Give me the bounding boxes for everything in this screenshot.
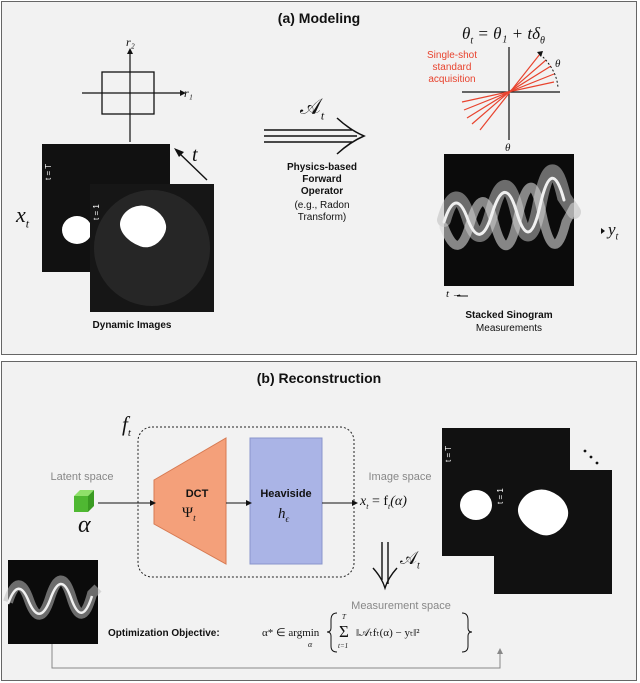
heaviside-arrowhead [352, 500, 358, 506]
sino-time-label: t → [446, 288, 463, 300]
stack-dot-1 [583, 449, 587, 453]
dynamic-image-front: t = 1 [90, 184, 214, 312]
yt-label: yt [608, 220, 619, 243]
reconstruction-graphics [3, 426, 599, 669]
modeling-panel: (a) Modeling [1, 1, 637, 355]
time-label: t [192, 144, 198, 166]
angle-arc-arrowhead [537, 51, 543, 57]
label-t-T: t = T [44, 163, 53, 180]
xt-equation: xt = ft(α) [360, 494, 407, 511]
label-t-1: t = 1 [92, 204, 101, 220]
small-sinogram-waves [3, 575, 102, 620]
time-arrow [177, 151, 208, 181]
back-blob [62, 216, 92, 244]
r2-label: r₂ [126, 35, 135, 49]
yt-marker [601, 228, 605, 234]
network-box [137, 426, 355, 578]
forward-operator-arrow [264, 117, 366, 155]
objective-body: ‖𝒜ₜfₜ(α) − yₜ‖² [356, 627, 420, 639]
recon-image-front: t = 1 [494, 470, 612, 594]
measurement-operator-arrow [372, 542, 398, 591]
panel-b-title: (b) Reconstruction [256, 370, 382, 386]
brace-right [461, 612, 473, 653]
theta-small-label: θ [555, 58, 561, 70]
dct-label: DCT [185, 488, 209, 500]
object-box [101, 71, 155, 115]
recon-label-t-T: t = T [444, 445, 453, 462]
alpha-label: α [78, 512, 91, 538]
time-arrowhead [174, 148, 184, 157]
objective-sum: Σ [339, 622, 349, 641]
operator-text-bold: Physics-based Forward Operator [286, 162, 358, 197]
theta-axis-label: θ [505, 142, 511, 154]
optimization-label: Optimization Objective: [108, 628, 220, 639]
dynamic-images-caption: Dynamic Images [92, 320, 172, 331]
latent-cube [74, 490, 94, 512]
heaviside-block [249, 437, 323, 565]
recon-front-blob [511, 482, 575, 542]
operator-symbol-b: 𝒜t [400, 548, 420, 572]
recon-label-t-1: t = 1 [496, 488, 505, 504]
ft-label: ft [122, 412, 131, 440]
heaviside-label: Heaviside [260, 488, 312, 500]
objective-sum-top: T [342, 613, 346, 621]
psi-label: Ψt [182, 505, 196, 523]
dct-arrowhead [246, 500, 252, 506]
brace-left [326, 612, 338, 653]
objective-sum-bottom: t=1 [338, 642, 349, 650]
dct-block [153, 437, 227, 565]
angle-arc [539, 53, 559, 89]
r1-label: r₁ [184, 86, 193, 100]
h-eps-label: hϵ [278, 506, 290, 524]
single-shot-label: Single-shot standard acquisition [426, 50, 478, 85]
acquisition-lines [461, 53, 555, 131]
recon-back-blob [460, 490, 492, 520]
sinogram-waves [437, 164, 581, 251]
r1-arrowhead [180, 90, 186, 96]
image-space-label: Image space [368, 471, 432, 483]
latent-arrowhead [150, 500, 156, 506]
reconstruction-panel: (b) Reconstruction [1, 361, 637, 681]
modeling-graphics [82, 47, 605, 297]
xt-label: xt [16, 202, 30, 231]
feedback-line [51, 644, 501, 669]
panel-a-title: (a) Modeling [277, 10, 361, 26]
feedback-arrowhead [497, 648, 503, 654]
r2-arrowhead [127, 48, 133, 54]
operator-symbol: 𝒜t [300, 94, 325, 123]
stacked-sinogram-caption: Stacked Sinogram [465, 310, 553, 321]
angle-equation: θt = θ₁ + tδθ [462, 24, 545, 47]
objective-argmin-var: α [308, 640, 313, 649]
latent-space-label: Latent space [50, 471, 114, 483]
measurements-caption: Measurements [475, 323, 543, 334]
operator-text-example: (e.g., Radon Transform) [294, 200, 350, 223]
objective-lhs: α* ∈ argmin [262, 627, 320, 639]
stack-dot-3 [595, 461, 599, 465]
stack-dot-2 [589, 455, 593, 459]
measurement-space-label: Measurement space [351, 600, 451, 612]
